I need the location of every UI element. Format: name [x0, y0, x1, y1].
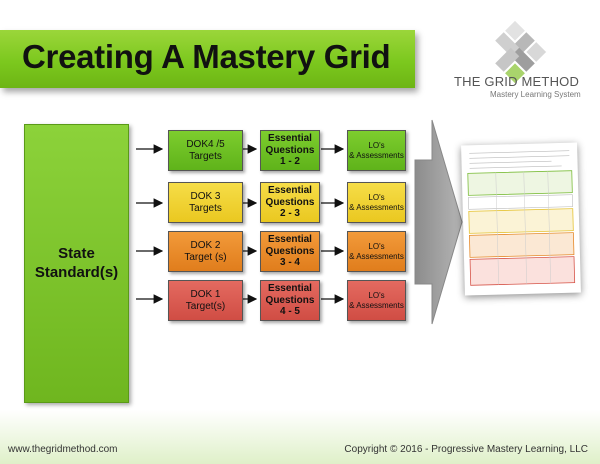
mastery-grid-document-image	[461, 142, 581, 296]
dok-target-box-3: DOK 2 Target (s)	[168, 231, 243, 272]
state-standards-label: State Standard(s)	[34, 244, 119, 281]
dok-target-box-4: DOK 1 Target(s)	[168, 280, 243, 321]
footer-website: www.thegridmethod.com	[8, 444, 118, 455]
assessments-box-3: LO's & Assessments	[347, 231, 406, 272]
essential-questions-box-1: Essential Questions 1 - 2	[260, 130, 320, 171]
logo-subtitle: Mastery Learning System	[490, 90, 581, 99]
state-standards-box: State Standard(s)	[24, 124, 129, 403]
page-title: Creating A Mastery Grid	[22, 38, 391, 75]
grid-method-logo	[495, 20, 547, 84]
footer-band	[0, 410, 600, 464]
logo-title: THE GRID METHOD	[454, 74, 580, 89]
assessments-box-4: LO's & Assessments	[347, 280, 406, 321]
dok-target-box-1: DOK4 /5 Targets	[168, 130, 243, 171]
essential-questions-box-3: Essential Questions 3 - 4	[260, 231, 320, 272]
dok-target-box-2: DOK 3 Targets	[168, 182, 243, 223]
assessments-box-2: LO's & Assessments	[347, 182, 406, 223]
big-chevron-arrow	[414, 119, 463, 325]
assessments-box-1: LO's & Assessments	[347, 130, 406, 171]
essential-questions-box-4: Essential Questions 4 - 5	[260, 280, 320, 321]
essential-questions-box-2: Essential Questions 2 - 3	[260, 182, 320, 223]
title-banner: Creating A Mastery Grid	[0, 30, 415, 88]
document-preview	[467, 150, 576, 286]
footer-copyright: Copyright © 2016 - Progressive Mastery L…	[344, 444, 588, 455]
